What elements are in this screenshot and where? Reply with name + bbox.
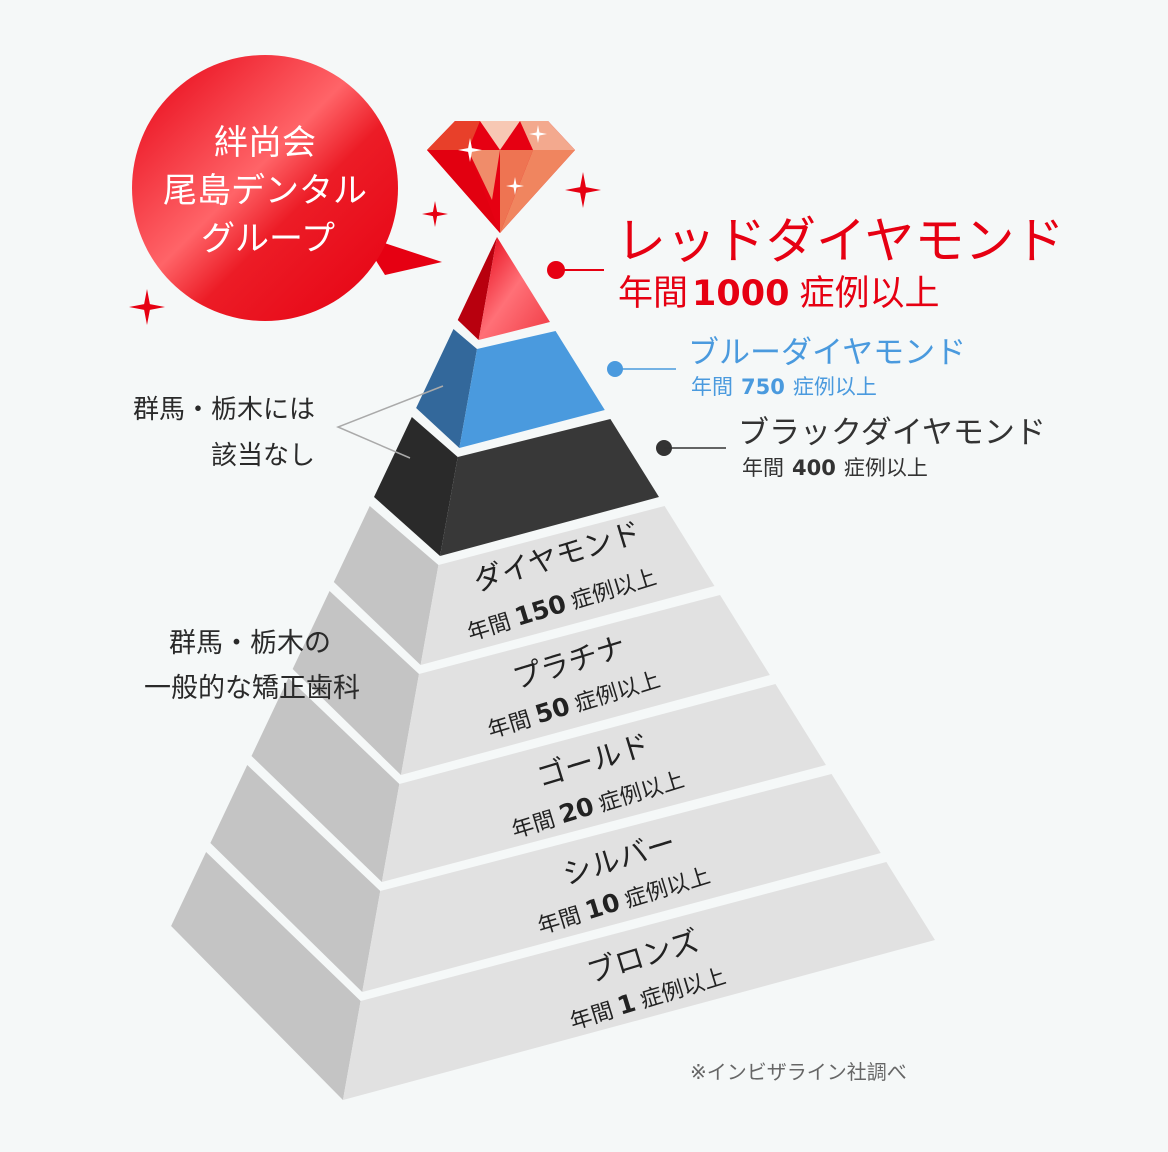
bracket-line — [336, 385, 444, 459]
right-face — [400, 595, 770, 775]
note-general-orthodontics: 群馬・栃木の 一般的な矯正歯科 — [144, 628, 360, 704]
tier-silver — [210, 765, 881, 992]
sparkle-icon — [506, 177, 524, 195]
right-face — [420, 506, 715, 665]
left-face — [251, 678, 400, 882]
sparkle-icon — [529, 125, 547, 143]
ruby-diamond-icon — [427, 121, 575, 233]
bubble-circle — [132, 55, 398, 321]
source-note: ※インビザライン社調べ — [690, 1060, 907, 1084]
tier-red-diamond — [457, 237, 550, 340]
tier-platinum — [292, 591, 770, 775]
tier-name: ブラックダイヤモンド — [738, 415, 1046, 451]
bubble-line-1: 絆尚会 — [214, 123, 316, 163]
note-line-1: 群馬・栃木には — [133, 395, 315, 425]
right-face — [362, 774, 881, 992]
sparkle-icon — [422, 201, 448, 227]
sparkles — [129, 125, 601, 325]
left-face — [210, 765, 381, 992]
note-line-1: 群馬・栃木の — [169, 628, 331, 659]
right-face — [478, 237, 550, 340]
right-face — [381, 684, 826, 882]
tier-gold — [251, 678, 826, 882]
note-line-2: 一般的な矯正歯科 — [144, 673, 360, 704]
left-face — [292, 591, 419, 775]
left-face — [374, 417, 458, 556]
tier-blue-diamond — [416, 329, 605, 448]
sparkle-icon — [458, 138, 482, 162]
pyramid-tiers — [171, 237, 935, 1100]
note-line-2: 該当なし — [211, 441, 315, 471]
left-face — [333, 506, 439, 665]
left-face — [457, 237, 497, 340]
left-face — [171, 852, 361, 1100]
sparkle-icon — [129, 289, 165, 325]
group-speech-bubble: 絆尚会 尾島デンタル グループ — [132, 55, 442, 321]
note-not-applicable: 群馬・栃木には 該当なし — [133, 385, 444, 471]
tier-black-diamond — [374, 417, 659, 556]
bubble-line-2: 尾島デンタル — [163, 171, 367, 211]
left-face — [416, 329, 478, 448]
tier-diamond — [333, 506, 715, 665]
sparkle-icon — [565, 172, 601, 208]
right-face — [440, 419, 659, 556]
tier-name: ブルーダイヤモンド — [688, 335, 966, 371]
right-face — [342, 862, 935, 1100]
bubble-line-3: グループ — [201, 219, 335, 259]
tier-bronze — [171, 852, 935, 1100]
tier-name: レッドダイヤモンド — [616, 212, 1065, 270]
right-face — [459, 331, 605, 448]
